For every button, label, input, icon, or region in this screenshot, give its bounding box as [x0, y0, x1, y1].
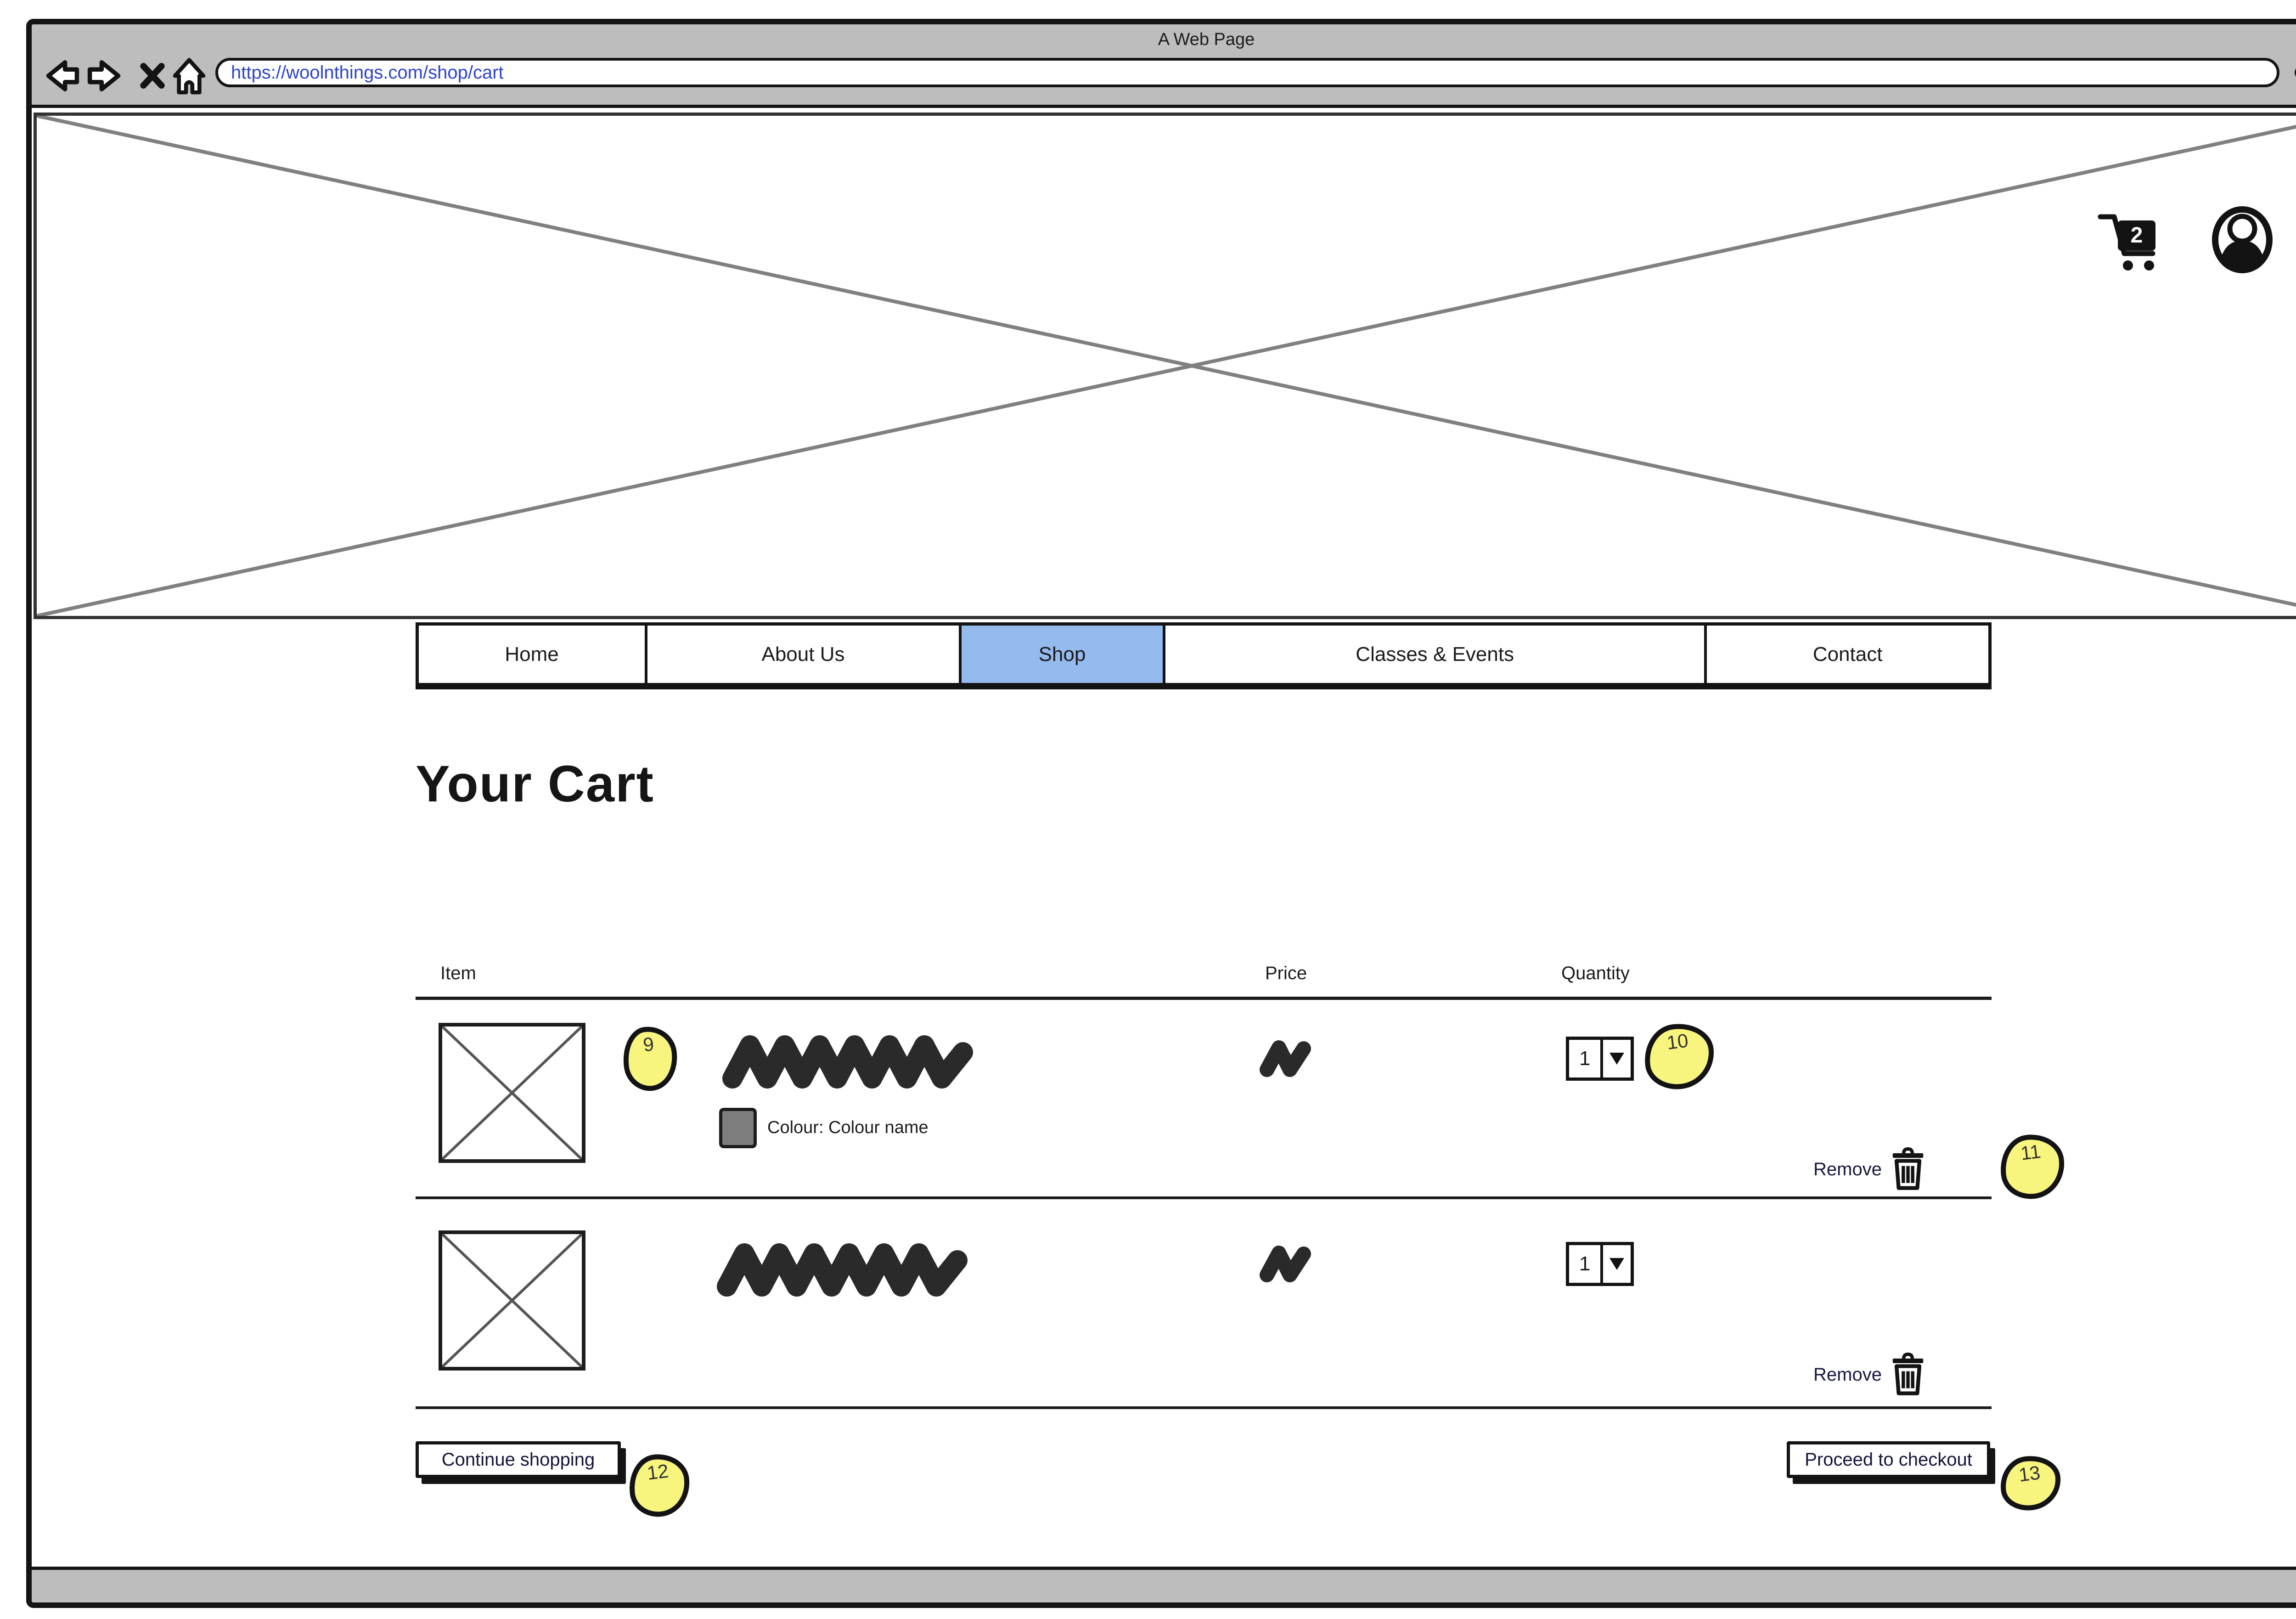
item-image-placeholder [439, 1023, 585, 1163]
back-icon[interactable] [41, 54, 81, 98]
tab-classes-events[interactable]: Classes & Events [1163, 626, 1704, 683]
annotation-marker-13: 13 [1997, 1452, 2064, 1514]
chevron-down-icon [1603, 1245, 1631, 1283]
profile-icon[interactable] [2210, 205, 2274, 275]
remove-item[interactable]: Remove [1813, 1352, 1925, 1397]
row-divider [416, 1196, 1992, 1199]
image-x-icon [442, 1027, 582, 1159]
page-title: Your Cart [416, 755, 654, 812]
continue-shopping-button[interactable]: Continue shopping [416, 1441, 621, 1478]
quantity-dropdown[interactable]: 1 [1566, 1037, 1634, 1081]
item-price-scribble [1260, 1040, 1311, 1077]
cart-icon[interactable]: 2 [2096, 209, 2165, 277]
colour-label: Colour: Colour name [767, 1118, 929, 1137]
annotation-marker-11: 11 [1996, 1130, 2069, 1203]
browser-window: A Web Page https://woolnthings.com/shop/… [26, 19, 2296, 1608]
row-divider [416, 1406, 1992, 1409]
image-x-icon [37, 116, 2296, 616]
trash-icon[interactable] [1891, 1147, 1925, 1192]
column-header-price: Price [1265, 963, 1307, 983]
cart-badge: 2 [2131, 223, 2143, 248]
colour-swatch [719, 1108, 757, 1148]
quantity-dropdown[interactable]: 1 [1566, 1242, 1634, 1286]
column-header-quantity: Quantity [1561, 963, 1630, 983]
column-header-item: Item [440, 963, 476, 983]
main-nav: Home About Us Shop Classes & Events Cont… [416, 622, 1992, 689]
annotation-marker-10: 10 [1640, 1020, 1718, 1093]
item-image-placeholder [439, 1230, 585, 1371]
window-title: A Web Page [1158, 30, 1255, 49]
trash-icon[interactable] [1891, 1352, 1925, 1397]
page-content: 2 Home About Us [32, 111, 2296, 1567]
quantity-value: 1 [1569, 1040, 1604, 1077]
image-x-icon [442, 1234, 582, 1367]
annotation-marker-9: 9 [619, 1023, 681, 1094]
home-icon[interactable] [169, 54, 209, 98]
table-header-divider [416, 997, 1992, 1000]
forward-icon[interactable] [86, 54, 125, 98]
chevron-down-icon [1603, 1040, 1631, 1077]
quantity-value: 1 [1569, 1245, 1604, 1283]
remove-label[interactable]: Remove [1813, 1364, 1882, 1385]
annotation-marker-12: 12 [625, 1450, 693, 1520]
item-name-scribble [717, 1243, 968, 1297]
window-status-bar [32, 1567, 2296, 1602]
proceed-to-checkout-button[interactable]: Proceed to checkout [1787, 1441, 1990, 1478]
browser-chrome: A Web Page https://woolnthings.com/shop/… [32, 24, 2296, 108]
tab-contact[interactable]: Contact [1704, 626, 1988, 683]
tab-home[interactable]: Home [505, 643, 559, 666]
hero-image-placeholder [34, 113, 2296, 619]
item-price-scribble [1260, 1246, 1311, 1282]
remove-item[interactable]: Remove [1813, 1147, 1925, 1192]
tab-shop[interactable]: Shop [958, 626, 1163, 683]
remove-label[interactable]: Remove [1813, 1159, 1882, 1179]
tab-about-us[interactable]: About Us [645, 626, 959, 683]
item-name-scribble [722, 1035, 973, 1089]
stop-icon[interactable] [136, 54, 169, 98]
url-input[interactable]: https://woolnthings.com/shop/cart [215, 58, 2279, 87]
